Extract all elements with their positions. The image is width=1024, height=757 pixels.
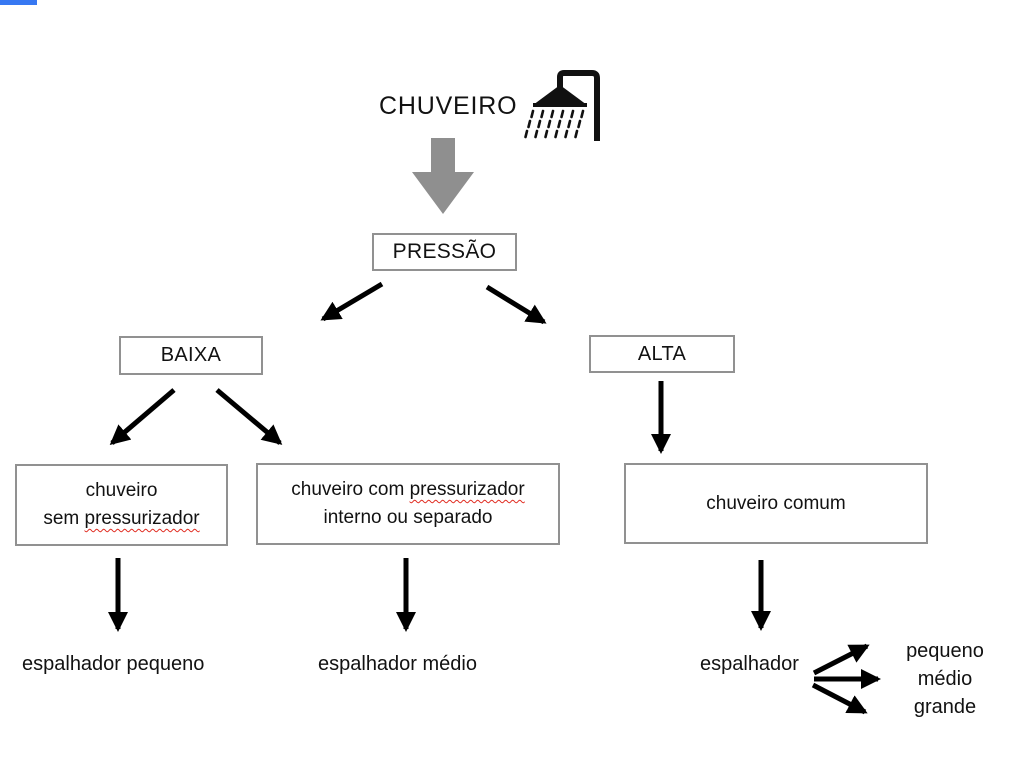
label-espalhador-medio: espalhador médio (318, 653, 477, 675)
arrow-baixa-to-sem-pressurizador (109, 388, 176, 445)
progress-bar (0, 0, 37, 5)
node-com-pressurizador: chuveiro com pressurizador interno ou se… (256, 463, 560, 545)
node-alta-label: ALTA (637, 342, 687, 365)
misspelled-word: pressurizador (84, 508, 200, 529)
size-options-list: pequeno médio grande (895, 637, 995, 721)
node-com-pressurizador-line1: chuveiro com pressurizador (291, 479, 525, 500)
arrow-espalhador-to-grande (811, 682, 868, 715)
label-espalhador-pequeno: espalhador pequeno (22, 653, 205, 675)
node-com-pressurizador-line2: interno ou separado (323, 507, 493, 528)
node-chuveiro-comum: chuveiro comum (624, 463, 928, 544)
node-chuveiro-comum-label: chuveiro comum (706, 492, 846, 514)
node-sem-pressurizador: chuveiro sem pressurizador (15, 464, 228, 546)
water-drops-icon (524, 109, 585, 139)
node-pressao: PRESSÃO (372, 233, 517, 271)
arrow-baixa-to-com-pressurizador (215, 388, 283, 445)
arrow-pressao-to-alta (485, 284, 547, 325)
arrow-pressao-to-baixa (320, 281, 384, 322)
label-size-medio: médio (917, 668, 973, 690)
node-sem-pressurizador-line2: sem pressurizador (43, 508, 200, 529)
node-baixa: BAIXA (119, 336, 263, 375)
misspelled-word: pressurizador (409, 479, 525, 500)
label-espalhador: espalhador (700, 653, 799, 675)
arrow-espalhador-to-pequeno (812, 643, 870, 676)
diagram-title: CHUVEIRO (379, 92, 518, 120)
shower-icon (524, 70, 600, 141)
node-sem-pressurizador-line1: chuveiro (85, 480, 158, 501)
node-pressao-label: PRESSÃO (392, 240, 497, 263)
block-arrow-down-icon (412, 138, 474, 214)
node-alta: ALTA (589, 335, 735, 373)
node-baixa-label: BAIXA (160, 344, 222, 366)
label-size-grande: grande (913, 696, 977, 718)
label-size-pequeno: pequeno (906, 640, 984, 662)
